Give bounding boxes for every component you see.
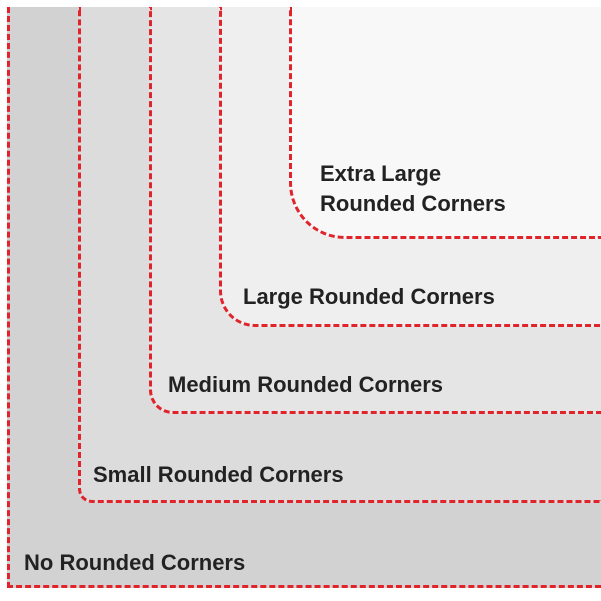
- extra-large-rounded-corners-box: [289, 7, 601, 239]
- large-rounded-corners-label: Large Rounded Corners: [243, 284, 495, 309]
- extra-large-rounded-corners-label: Extra Large Rounded Corners: [320, 159, 506, 219]
- medium-rounded-corners-label: Medium Rounded Corners: [168, 372, 444, 397]
- no-rounded-corners-label: No Rounded Corners: [24, 550, 246, 575]
- small-rounded-corners-label: Small Rounded Corners: [93, 462, 344, 487]
- extra-large-label-line2: Rounded Corners: [320, 191, 506, 216]
- extra-large-label-line1: Extra Large: [320, 161, 442, 186]
